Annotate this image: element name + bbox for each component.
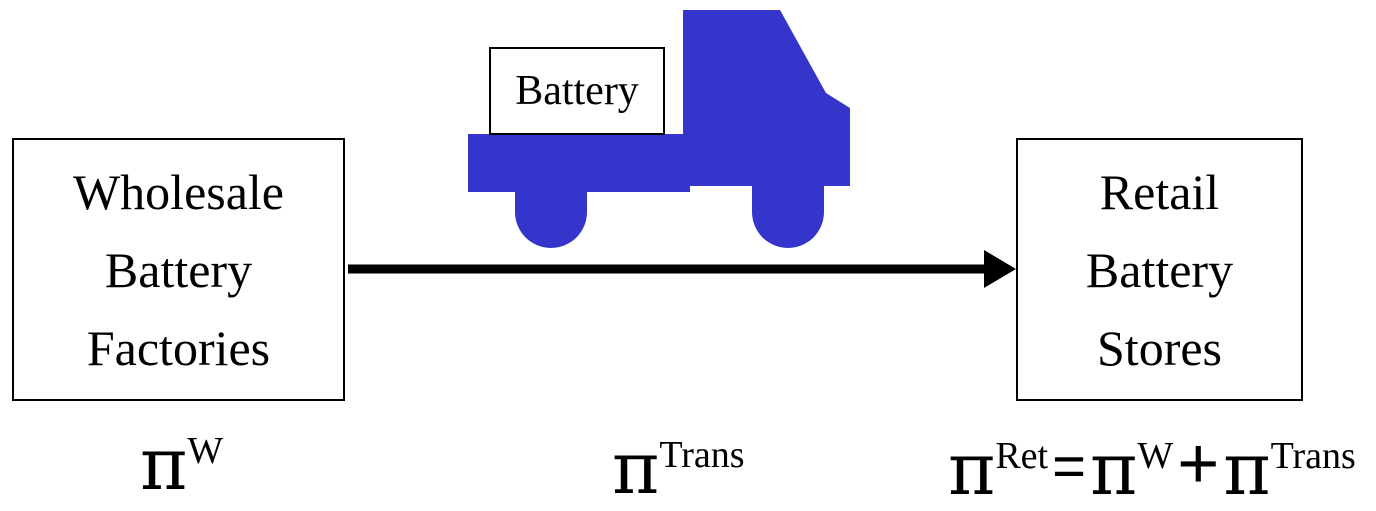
plus-sign: + (1177, 424, 1220, 504)
wholesale-box-line-3: Factories (86, 319, 271, 376)
equals-sign: = (1052, 434, 1086, 499)
wholesale-factories-box: Wholesale Battery Factories (12, 138, 345, 401)
pi-symbol: π (1223, 427, 1271, 511)
transport-price-formula: πTrans (612, 432, 745, 504)
truck-cab (683, 10, 850, 186)
retail-box-line-2: Battery (1085, 241, 1234, 298)
superscript-ret: Ret (995, 435, 1049, 477)
wholesale-box-line-1: Wholesale (72, 163, 284, 220)
pi-symbol: π (948, 427, 996, 511)
wholesale-box-line-2: Battery (104, 241, 253, 298)
truck-cargo-label: Battery (515, 68, 639, 114)
superscript-trans: Trans (1270, 435, 1356, 477)
retail-box-line-3: Stores (1097, 319, 1222, 376)
truck-front-wheel (752, 186, 824, 248)
truck-rear-wheel (515, 186, 587, 248)
retail-price-formula: πRet = πW + πTrans (948, 428, 1356, 505)
truck-body (468, 10, 850, 248)
pi-symbol: π (140, 422, 188, 506)
wholesale-price-formula: πW (140, 428, 223, 500)
truck-flatbed (468, 134, 690, 192)
superscript-w: W (187, 430, 224, 472)
retail-stores-box: Retail Battery Stores (1016, 138, 1303, 401)
pi-symbol: π (1089, 427, 1138, 511)
flow-arrow-head (984, 250, 1016, 288)
retail-box-line-1: Retail (1099, 163, 1220, 220)
truck-cargo-box (489, 47, 665, 135)
pi-symbol: π (612, 426, 660, 510)
superscript-trans: Trans (659, 434, 745, 476)
superscript-w: W (1137, 435, 1174, 477)
